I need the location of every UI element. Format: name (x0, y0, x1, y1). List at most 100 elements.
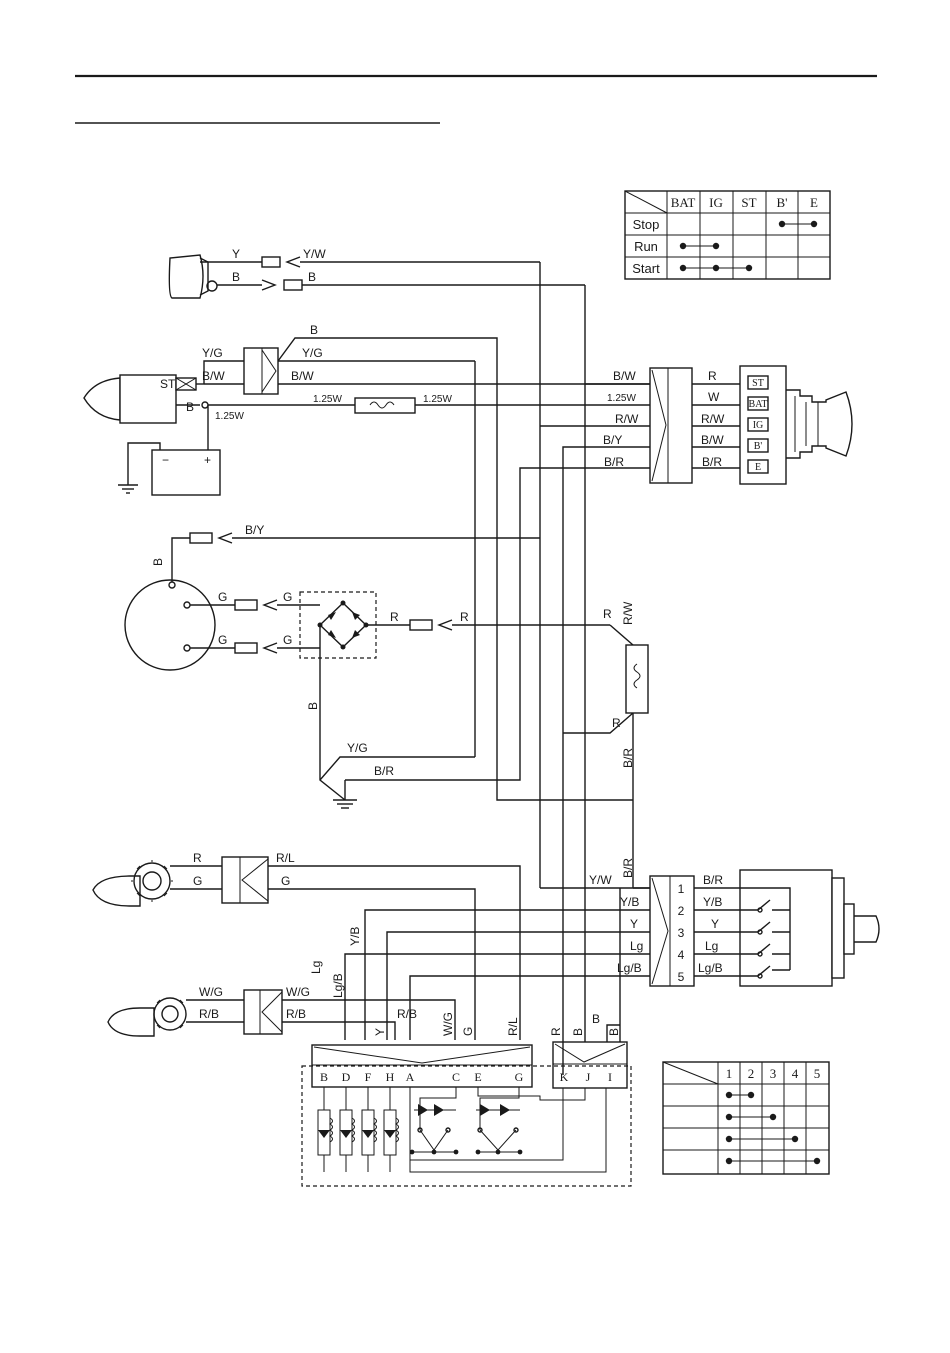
wire-label-ks-bw2: B/W (701, 433, 724, 447)
wire-label-cu-r: R (549, 1027, 563, 1036)
key-row-start: Start (632, 261, 660, 276)
wire-label-relay-bw2: B/W (291, 369, 314, 383)
key-header-b-prime: B' (776, 195, 787, 210)
pos-header-2: 2 (748, 1066, 755, 1081)
wire-label-ks-r: R (708, 369, 717, 383)
key-switch-connector (345, 367, 740, 1075)
pin-a: A (406, 1070, 415, 1084)
ground-symbol (333, 780, 357, 809)
wire-label-fuse-r: R (603, 607, 612, 621)
control-unit-internals (301, 1065, 632, 1187)
pos-header-1: 1 (726, 1066, 733, 1081)
wire-label-cu-wg: W/G (441, 1012, 455, 1036)
wire-label-cu-lg: Lg (309, 961, 323, 974)
pos-5: 5 (678, 970, 685, 984)
wire-label-gen-g3: G (218, 633, 227, 647)
wire-label-s1-g2: G (281, 874, 290, 888)
wire-label-cu-g: G (461, 1027, 475, 1036)
wire-label-sel-lg: Lg (630, 939, 643, 953)
wire-label-gen-b: B (151, 558, 165, 566)
svg-text:−: − (162, 453, 169, 467)
wire-label-relay-yg: Y/G (202, 346, 223, 360)
wire-label-sw-yb: Y/B (703, 895, 722, 909)
wire-label-cu-rb: R/B (397, 1007, 417, 1021)
alternator (124, 532, 540, 671)
key-header-e: E (810, 195, 818, 210)
terminal-b-prime: B' (754, 441, 763, 452)
wire-label-ks-rw2: R/W (701, 412, 725, 426)
pin-b: B (320, 1070, 328, 1084)
wire-label-sw-lgb: Lg/B (698, 961, 723, 975)
wire-label-relay-b: B (310, 323, 318, 337)
wire-label-cu-b1: B (571, 1028, 585, 1036)
wire-label-sel-y: Y (630, 917, 638, 931)
wire-label-ks-br: B/R (604, 455, 624, 469)
wire-label-sel-yw: Y/W (589, 873, 612, 887)
wire-label-gen-g1: G (218, 590, 227, 604)
wire-label-horn-b1: B (232, 270, 240, 284)
wire-label-fuse-br2: B/R (621, 858, 635, 878)
wire-label-horn-yw: Y/W (303, 247, 326, 261)
coil-group (361, 1087, 377, 1156)
coil-group (383, 1087, 399, 1156)
wire-label-ground-yg: Y/G (347, 741, 368, 755)
wire-label-s2-wg2: W/G (286, 985, 310, 999)
starter-motor (83, 374, 209, 424)
wire-label-ks-w: W (708, 390, 720, 404)
pulse-sensor-1 (92, 856, 521, 1040)
wire-label-starter-b: B (186, 400, 194, 414)
wire-label-ks-br2: B/R (702, 455, 722, 469)
rectifier-bridge (299, 591, 610, 801)
wire-label-ground-br: B/R (374, 764, 394, 778)
pin-e: E (474, 1070, 481, 1084)
pin-k: K (560, 1070, 569, 1084)
pin-f: F (365, 1070, 372, 1084)
selector-switch-connector (344, 875, 695, 1040)
pos-header-5: 5 (814, 1066, 821, 1081)
wire-label-relay-yg2: Y/G (302, 346, 323, 360)
horn (168, 254, 262, 299)
wire-label-sw-br: B/R (703, 873, 723, 887)
terminal-st: ST (752, 378, 764, 389)
wire-label-125w-starter: 1.25W (215, 411, 244, 422)
position-table: 1 2 3 4 5 (662, 1061, 830, 1175)
wire-label-horn-y: Y (232, 247, 240, 261)
pin-c: C (452, 1070, 460, 1084)
control-unit-connector (311, 888, 628, 1089)
key-header-st: ST (741, 195, 756, 210)
pulse-sensor-2 (107, 989, 456, 1040)
wire-label-sw-lg: Lg (705, 939, 718, 953)
wire-label-sel-yb: Y/B (620, 895, 639, 909)
wire-label-s2-rb2: R/B (286, 1007, 306, 1021)
main-fuse (208, 397, 650, 414)
wire-label-rect-r2: R (460, 610, 469, 624)
coil-group (339, 1087, 355, 1156)
pin-d: D (342, 1070, 351, 1084)
wire-label-cu-b3: B (607, 1028, 621, 1036)
pin-g: G (515, 1070, 524, 1084)
wire-label-fuse-br: B/R (621, 748, 635, 768)
wire-label-ks-by: B/Y (603, 433, 622, 447)
wire-label-horn-b2: B (308, 270, 316, 284)
selector-switch-body (694, 869, 880, 987)
battery: − + (118, 405, 221, 496)
wire-label-125w-b: 1.25W (423, 394, 452, 405)
svg-text:+: + (204, 453, 211, 467)
key-row-run: Run (634, 239, 658, 254)
wire-label-sel-lgb: Lg/B (617, 961, 642, 975)
pin-j: J (586, 1070, 591, 1084)
pos-1: 1 (678, 882, 685, 896)
key-switch-terminals: ST BAT IG B' E (747, 375, 769, 474)
key-row-stop: Stop (633, 217, 660, 232)
pos-4: 4 (678, 948, 685, 962)
key-switch-table: BAT IG ST B' E Stop Run Start (624, 190, 831, 280)
wire-label-relay-bw: B/W (202, 369, 225, 383)
wire-label-s1-g: G (193, 874, 202, 888)
pin-i: I (608, 1070, 612, 1084)
wire-label-gen-by: B/Y (245, 523, 264, 537)
key-header-bat: BAT (671, 195, 696, 210)
pin-h: H (386, 1070, 395, 1084)
terminal-e: E (755, 462, 761, 473)
key-header-ig: IG (709, 195, 723, 210)
terminal-ig: IG (753, 420, 764, 431)
